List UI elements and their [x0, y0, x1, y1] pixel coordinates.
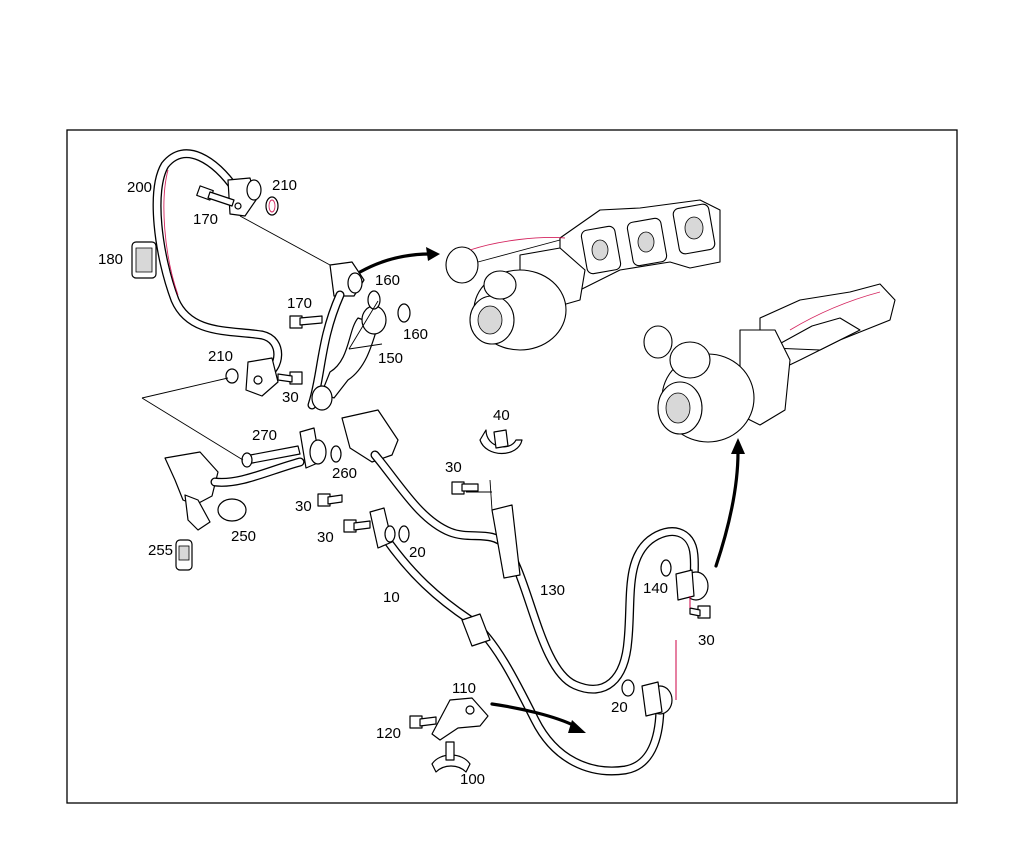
flange-260 — [299, 427, 342, 469]
bolt-30-right-middle — [451, 481, 479, 495]
callout-180: 180 — [98, 251, 123, 268]
callout-30: 30 — [698, 632, 715, 649]
callout-270: 270 — [252, 427, 277, 444]
callout-170: 170 — [193, 211, 218, 228]
callout-130: 130 — [540, 582, 565, 599]
callout-255: 255 — [148, 542, 173, 559]
bolt-30-upper — [277, 371, 303, 385]
seal-160-lower — [397, 303, 411, 323]
bolt-30-middle — [343, 519, 371, 533]
callout-30: 30 — [282, 389, 299, 406]
oil-pipe-200 — [152, 149, 283, 380]
seal-210-upper — [265, 196, 279, 216]
housing-250 — [164, 451, 305, 531]
clamp-100 — [431, 741, 471, 773]
callout-40: 40 — [493, 407, 510, 424]
seal-20-lower — [621, 679, 635, 697]
callout-110: 110 — [452, 680, 476, 697]
clip-40 — [479, 429, 523, 454]
callout-150: 150 — [378, 350, 403, 367]
callout-260: 260 — [332, 465, 357, 482]
callout-140: 140 — [643, 580, 668, 597]
callout-200: 200 — [127, 179, 152, 196]
oil-pipe-150 — [307, 261, 387, 411]
callout-30: 30 — [445, 459, 462, 476]
callout-30: 30 — [317, 529, 334, 546]
flange-upper-200 — [227, 177, 262, 217]
seal-210-lower — [225, 368, 239, 384]
oil-pipe-10 — [369, 507, 673, 776]
callout-210: 210 — [208, 348, 233, 365]
bolt-270 — [241, 445, 301, 468]
part-180-bushing — [131, 241, 157, 279]
bolt-30-left — [317, 493, 343, 507]
callout-250: 250 — [231, 528, 256, 545]
callout-30: 30 — [295, 498, 312, 515]
oil-pipe-130 — [341, 409, 709, 694]
diagram-frame — [66, 129, 958, 804]
callout-10: 10 — [383, 589, 400, 606]
callout-160: 160 — [403, 326, 428, 343]
seal-140 — [660, 559, 672, 577]
callout-170: 170 — [287, 295, 312, 312]
callout-160: 160 — [375, 272, 400, 289]
bolt-170-upper — [196, 185, 235, 207]
bolt-170-middle — [289, 315, 323, 329]
bolt-30-right — [689, 605, 711, 619]
leader-lines — [141, 215, 691, 700]
seal-20-middle — [398, 525, 410, 543]
arrow-right — [714, 438, 745, 568]
flange-lower-200 — [245, 357, 279, 397]
arrow-lower — [490, 702, 586, 733]
callout-20: 20 — [611, 699, 628, 716]
turbocharger-upper — [445, 199, 721, 351]
turbocharger-lower — [643, 283, 896, 443]
callout-120: 120 — [376, 725, 401, 742]
sensor-255 — [175, 539, 193, 571]
callout-labels: 200 210 170 180 160 170 160 150 210 30 2… — [98, 177, 715, 788]
callout-100: 100 — [460, 771, 485, 788]
callout-210: 210 — [272, 177, 297, 194]
arrow-upper — [358, 247, 440, 274]
bracket-110 — [431, 697, 489, 741]
bolt-120 — [409, 715, 437, 729]
seal-160-upper — [367, 290, 381, 310]
callout-20: 20 — [409, 544, 426, 561]
